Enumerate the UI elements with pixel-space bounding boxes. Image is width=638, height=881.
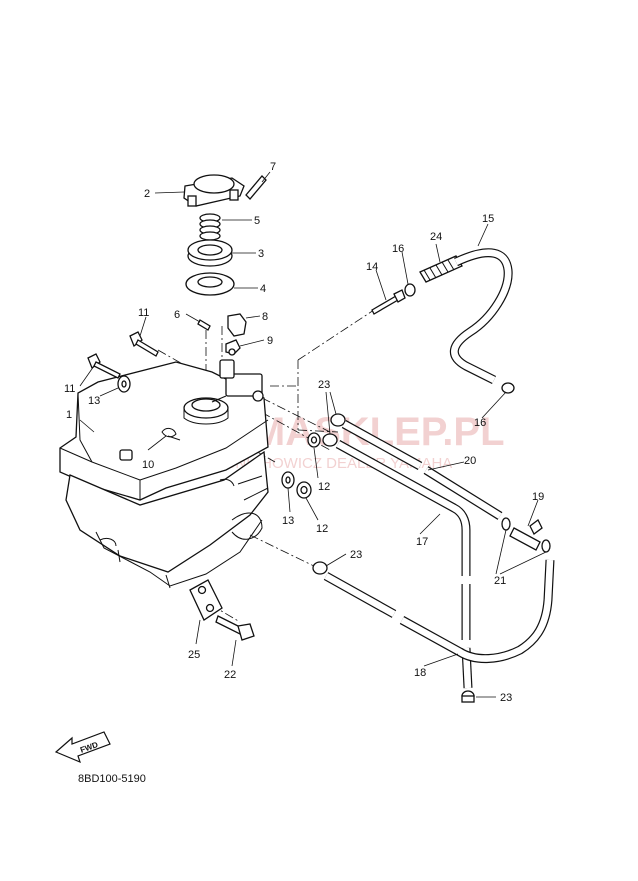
callout-20: 20 — [464, 455, 476, 467]
part-8-clip — [227, 313, 247, 337]
diagram-code: 8BD100-5190 — [78, 773, 146, 785]
filler-neck — [183, 359, 264, 425]
fuel-tank — [59, 361, 269, 589]
callout-13-right: 13 — [282, 515, 294, 527]
part-2-fuel-cap — [183, 174, 245, 207]
callout-24: 24 — [430, 231, 442, 243]
part-19-joint — [509, 519, 543, 551]
forward-arrow-icon: FWD — [54, 731, 111, 764]
callout-11-upper: 11 — [138, 307, 149, 319]
part-23-clamp-c — [312, 561, 328, 575]
callout-25: 25 — [188, 649, 200, 661]
callout-23-upper: 23 — [318, 379, 330, 391]
leader-lines — [79, 171, 547, 698]
callout-14: 14 — [366, 261, 378, 273]
part-12-grommet-upper — [307, 432, 321, 448]
callout-1: 1 — [66, 409, 72, 421]
part-10-clip — [161, 427, 181, 441]
part-16-clamp-upper — [404, 283, 416, 297]
callout-19: 19 — [532, 491, 544, 503]
part-15-hose — [450, 248, 513, 385]
part-23-clamp-d — [461, 690, 475, 703]
callout-22: 22 — [224, 669, 236, 681]
part-11-bolt-lower — [87, 353, 121, 379]
part-3-cap-body — [187, 239, 233, 267]
part-6-pin — [197, 319, 211, 331]
callout-11-lower: 11 — [64, 383, 75, 395]
part-9-clip — [225, 339, 241, 356]
callout-12-lower: 12 — [316, 523, 328, 535]
part-25-bracket — [189, 579, 223, 621]
callout-17: 17 — [416, 536, 428, 548]
callout-16-lower: 16 — [474, 417, 486, 429]
callout-9: 9 — [267, 335, 273, 347]
callout-15: 15 — [482, 213, 494, 225]
callout-13-left: 13 — [88, 395, 100, 407]
part-14-fitting — [371, 289, 406, 315]
callout-4: 4 — [260, 283, 266, 295]
part-23-clamp-b — [322, 433, 338, 447]
part-24-spring-guard — [419, 255, 463, 283]
part-18-hose — [323, 559, 555, 664]
callout-labels: 1 2 3 4 5 6 7 8 9 10 11 11 12 12 13 13 1… — [64, 161, 544, 704]
part-21-clamp-left — [501, 517, 511, 531]
part-12-grommet-lower — [296, 481, 312, 499]
part-4-gasket — [185, 272, 235, 296]
callout-23-middle: 23 — [350, 549, 362, 561]
part-7-pin — [245, 175, 267, 200]
callout-21: 21 — [494, 575, 506, 587]
part-20-hose — [341, 420, 503, 520]
callout-23-lower: 23 — [500, 692, 512, 704]
part-5-spring — [199, 213, 221, 241]
callout-5: 5 — [254, 215, 260, 227]
part-23-clamp-a — [330, 413, 346, 427]
part-13-washer-right — [281, 471, 295, 489]
callout-12-upper: 12 — [318, 481, 330, 493]
part-11-bolt-upper — [129, 331, 159, 357]
part-21-clamp-right — [541, 539, 551, 553]
part-13-washer-left — [117, 375, 131, 393]
part-22-bolt — [215, 615, 255, 641]
callout-10: 10 — [142, 459, 154, 471]
callout-2: 2 — [144, 188, 150, 200]
callout-6: 6 — [174, 309, 180, 321]
callout-16-upper: 16 — [392, 243, 404, 255]
callout-7: 7 — [270, 161, 276, 173]
callout-8: 8 — [262, 311, 268, 323]
part-16-clamp-lower — [501, 382, 515, 394]
callout-3: 3 — [258, 248, 264, 260]
callout-18: 18 — [414, 667, 426, 679]
